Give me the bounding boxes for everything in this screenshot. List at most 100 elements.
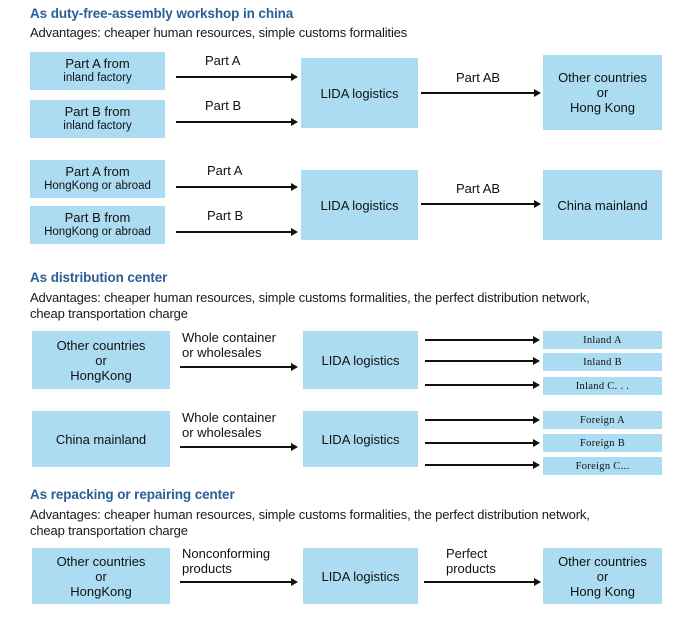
arrow-whole-container-1 (180, 363, 298, 372)
arrow-shaft (424, 581, 535, 583)
node-line-1: Other countries (56, 337, 146, 353)
arrow-shaft (176, 186, 292, 188)
node-foreign-b: Foreign B (543, 434, 662, 452)
arrow-head (533, 416, 540, 424)
node-line-1: Part A from (65, 164, 130, 179)
node-lida-logistics-4: LIDA logistics (303, 411, 418, 467)
arrow-whole-container-2 (180, 443, 298, 452)
node-label: LIDA logistics (321, 431, 400, 447)
arrow-head (291, 73, 298, 81)
section-advantages-distribution-line-2: cheap transportation charge (30, 306, 188, 321)
node-line-2: HongKong or abroad (44, 180, 151, 192)
arrow-part-a-2 (176, 183, 298, 192)
node-other-countries-hongkong-2: Other countries or HongKong (32, 331, 170, 389)
node-inland-c: Inland C. . . (543, 377, 662, 395)
node-line-1: Part B from (64, 210, 131, 225)
arrow-label-whole-container-1: Whole container or wholesales (182, 330, 276, 360)
arrow-shaft (176, 231, 292, 233)
node-line-2: HongKong or abroad (44, 226, 151, 238)
section-advantages-duty-free-assembly: Advantages: cheaper human resources, sim… (30, 25, 408, 40)
arrow-label-part-a: Part A (205, 53, 241, 68)
arrow-part-a (176, 73, 298, 82)
node-inland-b: Inland B (543, 353, 662, 371)
node-label: LIDA logistics (321, 568, 400, 584)
node-inland-a: Inland A (543, 331, 662, 349)
arrow-head (534, 89, 541, 97)
arrow-head (533, 439, 540, 447)
section-title-distribution-center: As distribution center (30, 270, 168, 285)
arrow-to-foreign-a (425, 416, 540, 425)
arrow-part-ab-1 (421, 89, 541, 98)
node-lida-logistics-5: LIDA logistics (303, 548, 418, 604)
node-part-a-inland-factory: Part A from inland factory (30, 52, 165, 90)
arrow-head (291, 363, 298, 371)
arrow-head (291, 118, 298, 126)
node-other-countries-hongkong-1: Other countries or Hong Kong (543, 55, 662, 130)
arrow-head (291, 228, 298, 236)
node-foreign-c: Foreign C... (543, 457, 662, 475)
node-other-countries-hongkong-4: Other countries or Hong Kong (543, 548, 662, 604)
arrow-label-perfect-products: Perfect products (446, 546, 496, 576)
arrow-head (533, 336, 540, 344)
arrow-shaft (425, 384, 534, 386)
node-label: China mainland (557, 197, 648, 213)
arrow-to-inland-c (425, 381, 540, 390)
arrow-label-part-b: Part B (205, 98, 242, 113)
arrow-shaft (176, 121, 292, 123)
arrow-shaft (425, 360, 534, 362)
node-line-2: or (95, 352, 107, 368)
arrow-nonconforming-products (180, 578, 298, 587)
section-title-repacking-repairing: As repacking or repairing center (30, 487, 235, 502)
arrow-to-inland-b (425, 357, 540, 366)
arrow-part-ab-2 (421, 200, 541, 209)
node-line-1: Other countries (56, 553, 146, 569)
node-line-1: Part B from (64, 104, 131, 119)
arrow-head (533, 461, 540, 469)
node-label: LIDA logistics (320, 197, 399, 213)
node-line-3: Hong Kong (569, 100, 636, 115)
arrow-to-foreign-b (425, 439, 540, 448)
node-lida-logistics-1: LIDA logistics (301, 58, 418, 128)
node-line-1: Other countries (558, 553, 647, 569)
node-line-2: or (596, 85, 609, 100)
arrow-part-b-2 (176, 228, 298, 237)
section-advantages-repacking-line-2: cheap transportation charge (30, 523, 188, 538)
arrow-shaft (425, 442, 534, 444)
node-label: China mainland (55, 431, 147, 447)
arrow-label-nonconforming-products: Nonconforming products (182, 546, 271, 576)
node-line-3: Hong Kong (569, 583, 636, 599)
arrow-shaft (421, 203, 535, 205)
arrow-label-part-a-2: Part A (207, 163, 243, 178)
arrow-perfect-products (424, 578, 541, 587)
arrow-shaft (421, 92, 535, 94)
arrow-shaft (425, 464, 534, 466)
arrow-head (534, 200, 541, 208)
section-title-duty-free-assembly: As duty-free-assembly workshop in china (30, 6, 294, 21)
node-foreign-a: Foreign A (543, 411, 662, 429)
arrow-head (534, 578, 541, 586)
node-line-2: or (95, 568, 107, 584)
node-line-3: HongKong (70, 367, 132, 383)
arrow-shaft (425, 339, 534, 341)
arrow-label-part-b-2: Part B (207, 208, 244, 223)
node-lida-logistics-2: LIDA logistics (301, 170, 418, 240)
node-china-mainland-1: China mainland (543, 170, 662, 240)
node-line-2: inland factory (63, 120, 132, 132)
node-label: LIDA logistics (321, 352, 400, 368)
arrow-head (291, 578, 298, 586)
arrow-to-inland-a (425, 336, 540, 345)
arrow-head (291, 443, 298, 451)
node-lida-logistics-3: LIDA logistics (303, 331, 418, 389)
node-line-2: inland factory (63, 72, 132, 84)
arrow-to-foreign-c (425, 461, 540, 470)
node-other-countries-hongkong-3: Other countries or HongKong (32, 548, 170, 604)
node-part-b-hongkong-abroad: Part B from HongKong or abroad (30, 206, 165, 244)
arrow-head (291, 183, 298, 191)
node-line-3: HongKong (70, 583, 132, 599)
node-line-1: Other countries (558, 70, 647, 85)
arrow-shaft (180, 446, 292, 448)
section-advantages-repacking-line-1: Advantages: cheaper human resources, sim… (30, 507, 590, 522)
node-part-a-hongkong-abroad: Part A from HongKong or abroad (30, 160, 165, 198)
node-line-2: or (596, 568, 609, 584)
section-advantages-distribution-line-1: Advantages: cheaper human resources, sim… (30, 290, 590, 305)
